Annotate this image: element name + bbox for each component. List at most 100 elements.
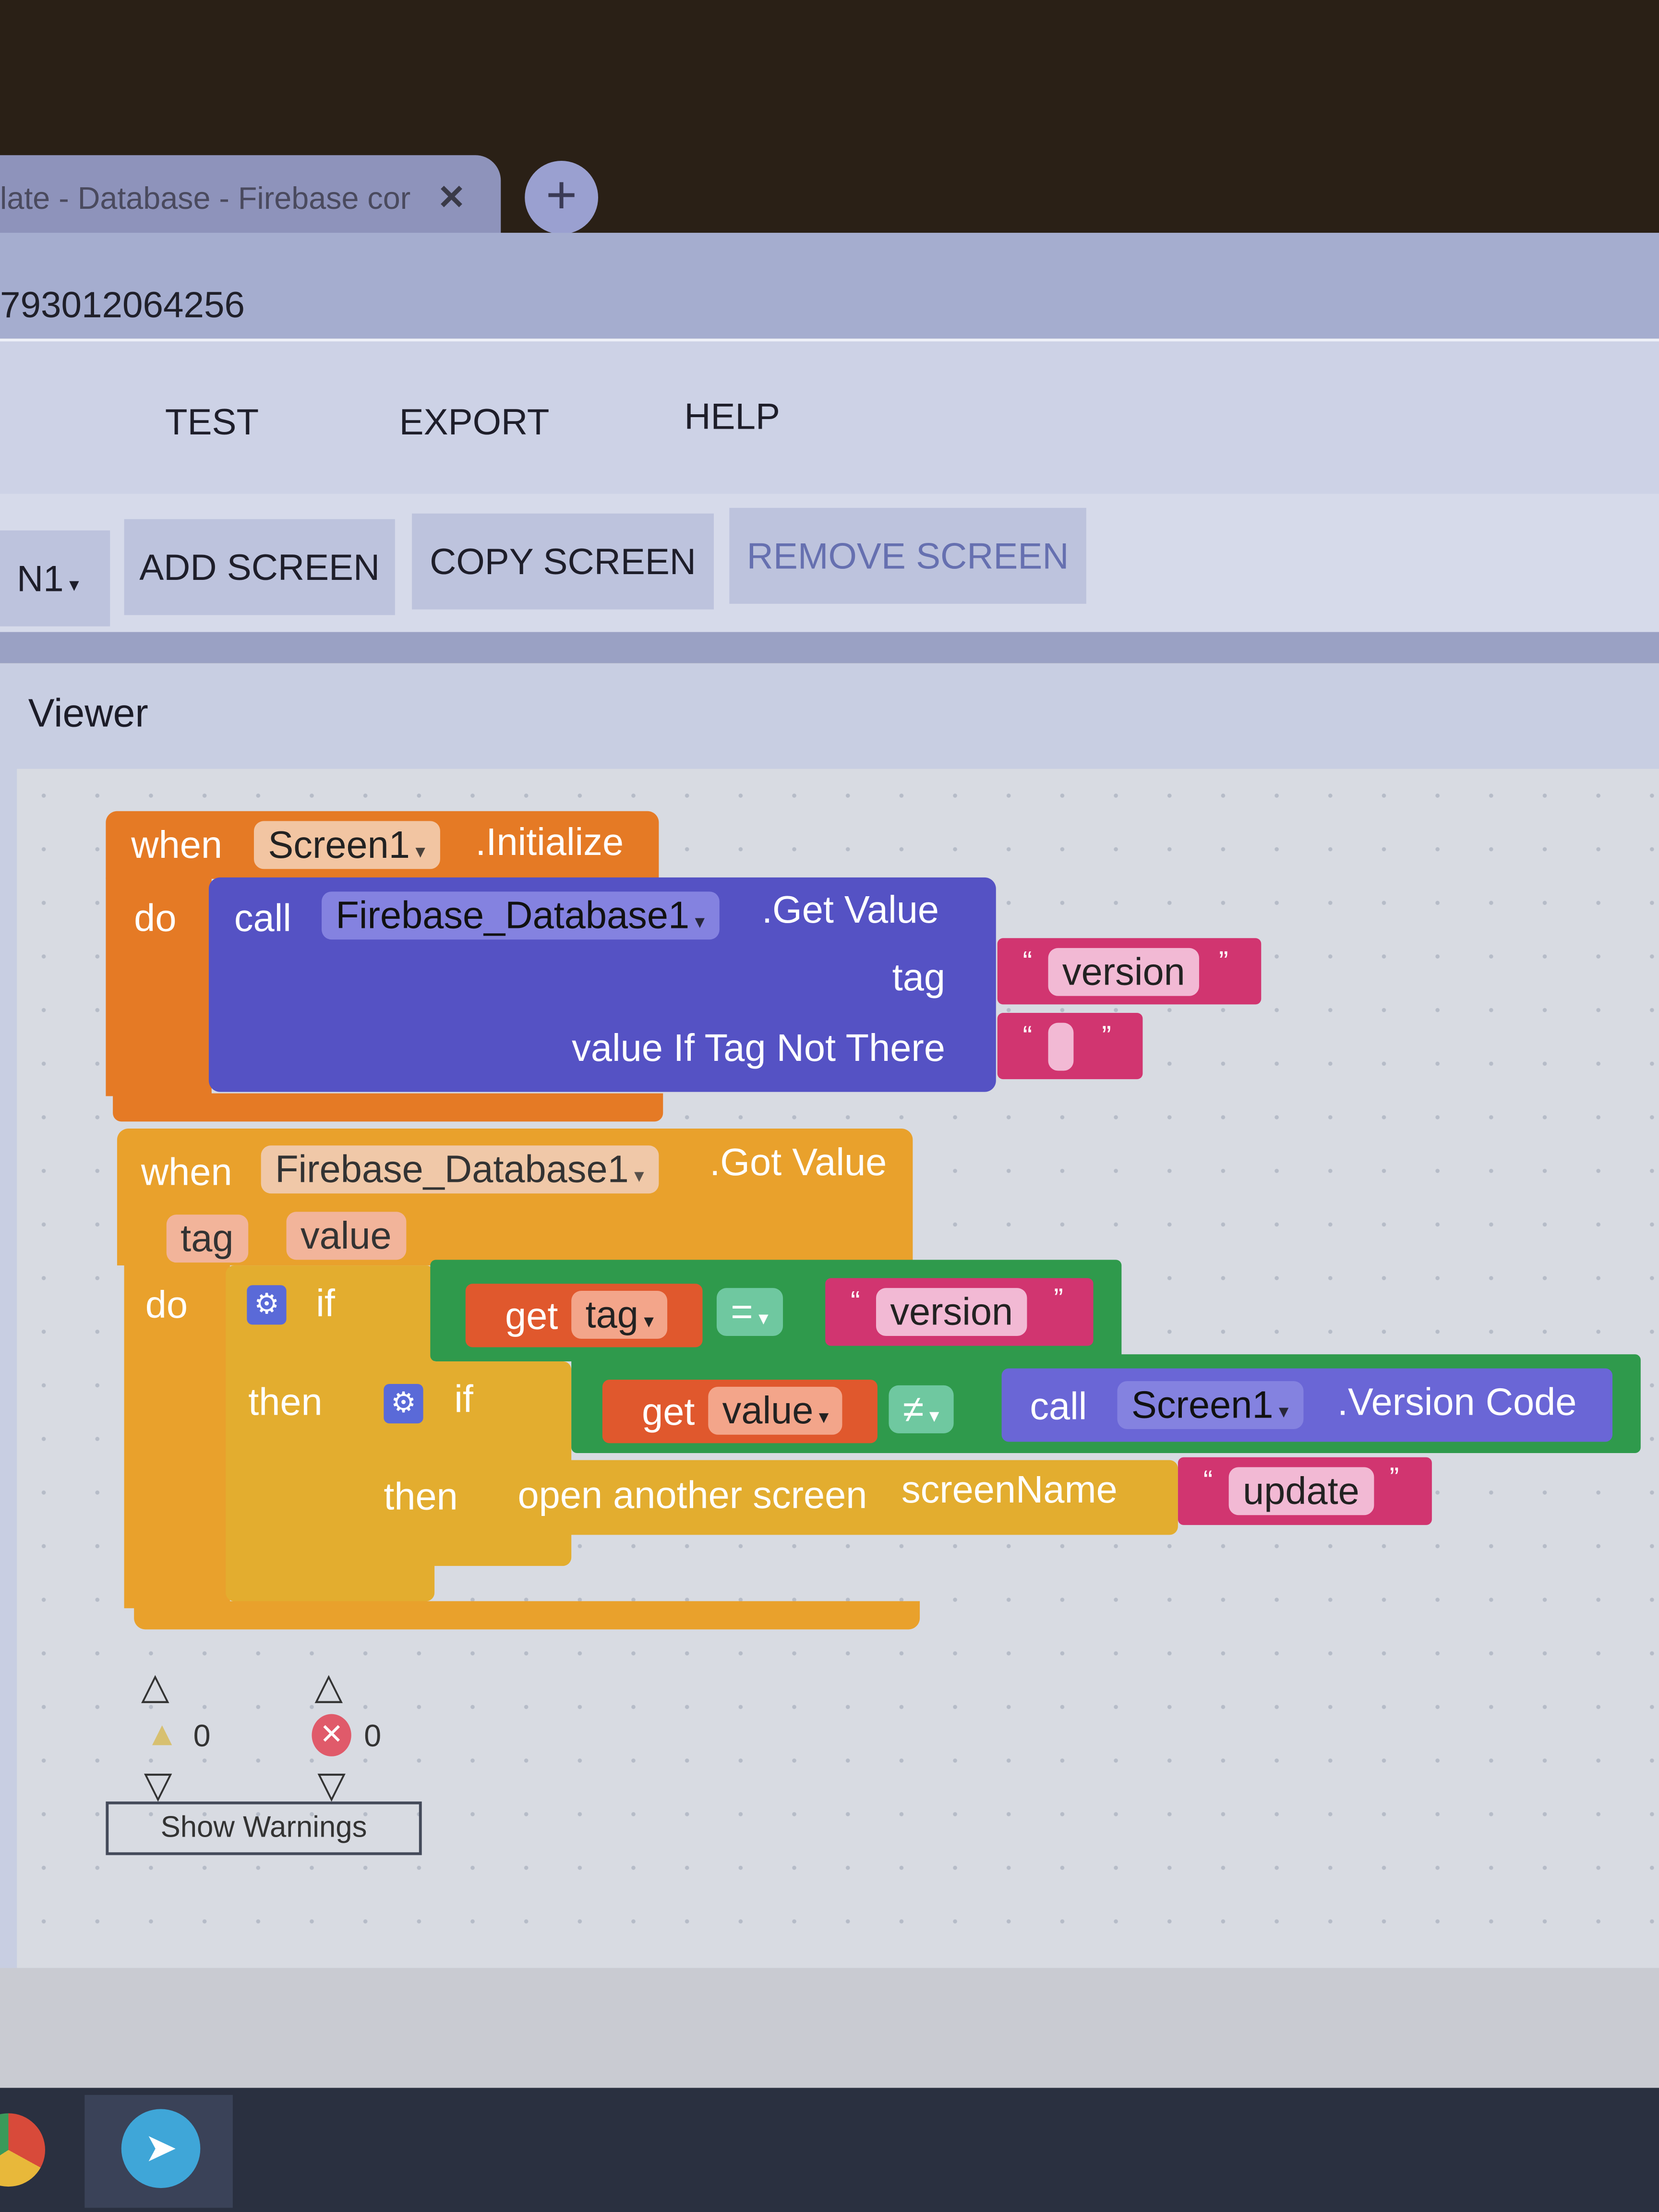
quote-open: “ [1022, 946, 1033, 978]
get-value-block[interactable]: get value ▾ [602, 1380, 878, 1443]
warning-next-arrow-icon[interactable]: ▽ [144, 1763, 172, 1806]
close-icon[interactable]: ✕ [437, 179, 466, 217]
screen-select-label: N1 [16, 557, 64, 600]
if-label: if [316, 1282, 335, 1325]
text-field[interactable]: version [1048, 948, 1200, 996]
browser-tab[interactable]: late - Database - Firebase cor ✕ [0, 155, 501, 243]
tag-socket-label: tag [892, 956, 945, 999]
variable-name: value [722, 1389, 814, 1432]
tab-title: late - Database - Firebase cor [0, 180, 411, 216]
when-label: when [141, 1151, 232, 1194]
text-block-update[interactable]: “ update ” [1178, 1457, 1432, 1525]
remove-screen-button[interactable]: REMOVE SCREEN [729, 507, 1086, 604]
quote-close: ” [1054, 1284, 1063, 1315]
text-field[interactable]: version [876, 1288, 1027, 1336]
quote-open: “ [1022, 1021, 1033, 1053]
do-column: do [124, 1262, 230, 1609]
chevron-down-icon: ▾ [813, 1405, 829, 1428]
event-name: .Got Value [709, 1141, 887, 1184]
warning-prev-arrow-icon[interactable]: △ [141, 1664, 169, 1707]
address-bar[interactable]: 793012064256 [0, 232, 1659, 339]
viewer-title: Viewer [28, 691, 148, 735]
telegram-icon[interactable]: ➤ [121, 2109, 201, 2188]
text-block-version[interactable]: “ version ” [825, 1278, 1094, 1346]
operator: ≠ [902, 1388, 924, 1431]
open-another-screen-block[interactable]: open another screen screenName [489, 1460, 1178, 1535]
operator-dropdown[interactable]: ≠ ▾ [889, 1385, 953, 1433]
quote-open: “ [1203, 1466, 1213, 1497]
param-value[interactable]: value [286, 1212, 406, 1260]
screen-initialize-event-block[interactable]: when Screen1 .Initialize [106, 811, 659, 879]
get-tag-block[interactable]: get tag ▾ [465, 1284, 703, 1347]
param-tag[interactable]: tag [166, 1214, 248, 1263]
component-dropdown[interactable]: Firebase_Database1 [322, 891, 719, 940]
event-name: .Initialize [475, 821, 624, 864]
gear-icon[interactable]: ⚙ [247, 1285, 287, 1325]
block-footer [134, 1601, 920, 1630]
taskbar: ➤ [0, 2088, 1659, 2212]
block-footer [113, 1093, 663, 1122]
menu-help[interactable]: HELP [684, 395, 780, 438]
quote-close: ” [1219, 946, 1228, 978]
error-next-arrow-icon[interactable]: ▽ [317, 1763, 346, 1806]
warning-count: 0 [193, 1718, 211, 1754]
warning-icon: ▲ [145, 1715, 179, 1754]
get-label: get [505, 1295, 558, 1337]
error-count: 0 [364, 1718, 382, 1754]
open-screen-label: open another screen [517, 1474, 867, 1517]
text-field[interactable]: update [1228, 1467, 1374, 1515]
screen-toolbar: N1 ▾ ADD SCREEN COPY SCREEN REMOVE SCREE… [0, 493, 1659, 635]
address-text: 793012064256 [0, 283, 245, 326]
gear-icon[interactable]: ⚙ [384, 1383, 423, 1424]
menu-bar: TEST EXPORT HELP [0, 338, 1659, 497]
chevron-down-icon: ▾ [924, 1404, 939, 1427]
method-name: .Version Code [1337, 1381, 1577, 1424]
menu-export[interactable]: EXPORT [399, 400, 550, 443]
compare-block-not-equals[interactable]: get value ▾ ≠ ▾ call Screen1 .Version Co… [571, 1354, 1641, 1453]
chevron-down-icon: ▾ [753, 1306, 769, 1329]
operator-dropdown[interactable]: = ▾ [716, 1288, 783, 1336]
plus-icon[interactable]: + [525, 161, 599, 234]
component-dropdown[interactable]: Firebase_Database1 [261, 1145, 659, 1194]
got-value-event-block[interactable]: when Firebase_Database1 .Got Value tag v… [117, 1129, 913, 1266]
get-label: get [642, 1391, 695, 1433]
call-label: call [1030, 1385, 1087, 1428]
chrome-icon[interactable] [0, 2113, 46, 2187]
do-label: do [145, 1284, 188, 1326]
text-block-empty[interactable]: “ ” [997, 1013, 1143, 1080]
component-dropdown[interactable]: Screen1 [1117, 1381, 1303, 1430]
screen-select[interactable]: N1 ▾ [0, 530, 110, 626]
add-screen-button[interactable]: ADD SCREEN [124, 519, 395, 615]
error-prev-arrow-icon[interactable]: △ [314, 1664, 343, 1707]
variable-dropdown[interactable]: tag ▾ [571, 1291, 668, 1339]
chevron-down-icon: ▾ [638, 1309, 654, 1332]
get-value-call-block[interactable]: call Firebase_Database1 .Get Value tag v… [208, 877, 996, 1092]
do-label: do [134, 897, 177, 940]
compare-block-equals[interactable]: get tag ▾ = ▾ “ version ” [430, 1260, 1122, 1361]
quote-close: ” [1102, 1021, 1111, 1053]
then-label: then [384, 1475, 458, 1518]
variable-dropdown[interactable]: value ▾ [708, 1386, 843, 1435]
then-label: then [248, 1381, 323, 1424]
method-name: .Get Value [761, 889, 939, 931]
if-label: if [454, 1378, 473, 1421]
quote-close: ” [1389, 1463, 1399, 1494]
component-dropdown[interactable]: Screen1 [253, 821, 440, 869]
version-code-call-block[interactable]: call Screen1 .Version Code [1001, 1368, 1613, 1442]
do-column: do [106, 877, 212, 1096]
text-block-version[interactable]: “ version ” [997, 938, 1262, 1005]
call-label: call [234, 897, 291, 940]
variable-name: tag [585, 1293, 638, 1336]
divider [0, 632, 1659, 663]
when-label: when [131, 824, 222, 866]
operator: = [731, 1291, 753, 1334]
text-field[interactable] [1048, 1022, 1074, 1071]
show-warnings-button[interactable]: Show Warnings [106, 1801, 422, 1855]
default-socket-label: value If Tag Not There [572, 1027, 945, 1070]
quote-open: “ [851, 1286, 860, 1318]
chevron-down-icon: ▾ [63, 573, 79, 596]
menu-test[interactable]: TEST [165, 400, 259, 443]
screen-name-label: screenName [901, 1468, 1118, 1511]
copy-screen-button[interactable]: COPY SCREEN [412, 513, 714, 610]
